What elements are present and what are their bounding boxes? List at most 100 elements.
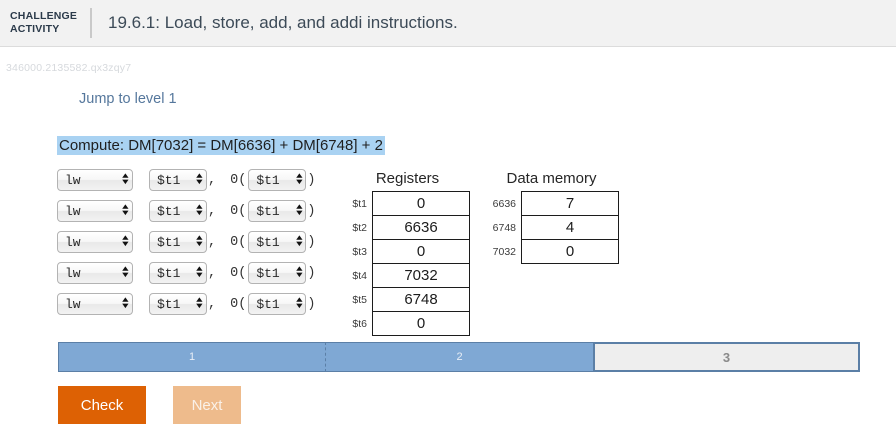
progress-bar: 1 2 3 (58, 342, 860, 372)
challenge-activity-badge-line1: CHALLENGE (10, 10, 78, 22)
spinner-icon: ▲ ▼ (196, 265, 203, 280)
spinner-icon: ▲ ▼ (295, 234, 303, 249)
opcode-select-1[interactable]: lw ▲ ▼ (57, 169, 133, 191)
spinner-icon: ▲ ▼ (196, 296, 203, 311)
opcode-value-4: lw (65, 265, 81, 281)
register-value: 7032 (372, 263, 470, 288)
table-row: 7032 0 (484, 239, 619, 264)
dest-register-select-1[interactable]: $t1 ▲ ▼ (149, 169, 207, 191)
memory-value: 0 (521, 239, 619, 264)
activity-id: 346000.2135582.qx3zqy7 (6, 62, 132, 74)
base-register-value-5: $t1 (256, 296, 280, 312)
register-name: $t1 (352, 197, 367, 210)
offset-open-paren: 0( (230, 265, 247, 281)
offset-open-paren: 0( (230, 203, 247, 219)
activity-header: CHALLENGE ACTIVITY 19.6.1: Load, store, … (0, 0, 896, 47)
table-row: $t5 6748 (345, 287, 470, 312)
instruction-row: lw ▲ ▼ $t1 ▲ ▼ , 0( $t1 ▲ ▼ ) (57, 292, 315, 316)
close-paren: ) (307, 172, 316, 188)
register-value: 0 (372, 239, 470, 264)
opcode-value-3: lw (65, 234, 81, 250)
memory-address: 7032 (492, 245, 516, 258)
base-register-select-3[interactable]: $t1 ▲ ▼ (248, 231, 307, 253)
opcode-select-2[interactable]: lw ▲ ▼ (57, 200, 133, 222)
base-register-value-4: $t1 (256, 265, 280, 281)
instruction-row: lw ▲ ▼ $t1 ▲ ▼ , 0( $t1 ▲ ▼ ) (57, 199, 315, 223)
dest-register-value-4: $t1 (157, 265, 181, 281)
spinner-icon: ▲ ▼ (196, 234, 203, 249)
base-register-value-2: $t1 (256, 203, 280, 219)
data-memory-table: 6636 7 6748 4 7032 0 (484, 191, 619, 264)
opcode-select-3[interactable]: lw ▲ ▼ (57, 231, 133, 253)
spinner-icon: ▲ ▼ (295, 296, 303, 311)
comma-separator: , (208, 172, 217, 188)
progress-step-3[interactable]: 3 (593, 342, 860, 372)
registers-table: $t1 0 $t2 6636 $t3 0 $t4 7032 $t5 6748 $… (345, 191, 470, 336)
spinner-icon: ▲ ▼ (122, 296, 129, 311)
offset-open-paren: 0( (230, 172, 247, 188)
register-value: 6748 (372, 287, 470, 312)
comma-separator: , (208, 296, 217, 312)
base-register-select-4[interactable]: $t1 ▲ ▼ (248, 262, 307, 284)
progress-step-2[interactable]: 2 (325, 342, 593, 372)
jump-to-level-link[interactable]: Jump to level 1 (79, 91, 177, 107)
opcode-select-4[interactable]: lw ▲ ▼ (57, 262, 133, 284)
offset-open-paren: 0( (230, 296, 247, 312)
base-register-value-3: $t1 (256, 234, 280, 250)
spinner-icon: ▲ ▼ (295, 172, 303, 187)
table-row: $t1 0 (345, 191, 470, 216)
spinner-icon: ▲ ▼ (295, 265, 303, 280)
table-row: 6636 7 (484, 191, 619, 216)
header-divider (90, 8, 92, 38)
base-register-select-1[interactable]: $t1 ▲ ▼ (248, 169, 307, 191)
dest-register-select-3[interactable]: $t1 ▲ ▼ (149, 231, 207, 253)
memory-value: 4 (521, 215, 619, 240)
comma-separator: , (208, 265, 217, 281)
opcode-select-5[interactable]: lw ▲ ▼ (57, 293, 133, 315)
spinner-icon: ▲ ▼ (122, 203, 129, 218)
data-memory-title: Data memory (506, 170, 597, 187)
comma-separator: , (208, 203, 217, 219)
progress-step-1[interactable]: 1 (58, 342, 325, 372)
dest-register-value-5: $t1 (157, 296, 181, 312)
spinner-icon: ▲ ▼ (295, 203, 303, 218)
opcode-value-5: lw (65, 296, 81, 312)
dest-register-value-1: $t1 (157, 172, 181, 188)
dest-register-value-2: $t1 (157, 203, 181, 219)
register-value: 0 (372, 191, 470, 216)
memory-address: 6748 (492, 221, 516, 234)
base-register-select-5[interactable]: $t1 ▲ ▼ (248, 293, 307, 315)
table-row: $t3 0 (345, 239, 470, 264)
data-memory-panel: Data memory 6636 7 6748 4 7032 0 (484, 170, 619, 264)
dest-register-value-3: $t1 (157, 234, 181, 250)
base-register-select-2[interactable]: $t1 ▲ ▼ (248, 200, 307, 222)
register-value: 6636 (372, 215, 470, 240)
close-paren: ) (307, 234, 316, 250)
spinner-icon: ▲ ▼ (122, 172, 129, 187)
page-title: 19.6.1: Load, store, add, and addi instr… (108, 13, 458, 32)
comma-separator: , (208, 234, 217, 250)
memory-address: 6636 (492, 197, 516, 210)
challenge-activity-badge: CHALLENGE ACTIVITY (10, 10, 88, 36)
registers-panel: Registers $t1 0 $t2 6636 $t3 0 $t4 7032 … (345, 170, 470, 336)
dest-register-select-4[interactable]: $t1 ▲ ▼ (149, 262, 207, 284)
check-button[interactable]: Check (58, 386, 146, 424)
register-name: $t4 (352, 269, 367, 282)
problem-prompt: Compute: DM[7032] = DM[6636] + DM[6748] … (57, 136, 385, 155)
register-name: $t3 (352, 245, 367, 258)
spinner-icon: ▲ ▼ (122, 234, 129, 249)
dest-register-select-5[interactable]: $t1 ▲ ▼ (149, 293, 207, 315)
register-name: $t6 (352, 317, 367, 330)
close-paren: ) (307, 265, 316, 281)
next-button[interactable]: Next (173, 386, 241, 424)
registers-title: Registers (375, 170, 440, 187)
table-row: $t6 0 (345, 311, 470, 336)
close-paren: ) (307, 296, 316, 312)
instruction-row: lw ▲ ▼ $t1 ▲ ▼ , 0( $t1 ▲ ▼ ) (57, 261, 315, 285)
offset-open-paren: 0( (230, 234, 247, 250)
spinner-icon: ▲ ▼ (122, 265, 129, 280)
challenge-activity-badge-line2: ACTIVITY (10, 23, 60, 35)
dest-register-select-2[interactable]: $t1 ▲ ▼ (149, 200, 207, 222)
instruction-row: lw ▲ ▼ $t1 ▲ ▼ , 0( $t1 ▲ ▼ ) (57, 230, 315, 254)
instruction-editor: lw ▲ ▼ $t1 ▲ ▼ , 0( $t1 ▲ ▼ ) lw (57, 168, 315, 323)
